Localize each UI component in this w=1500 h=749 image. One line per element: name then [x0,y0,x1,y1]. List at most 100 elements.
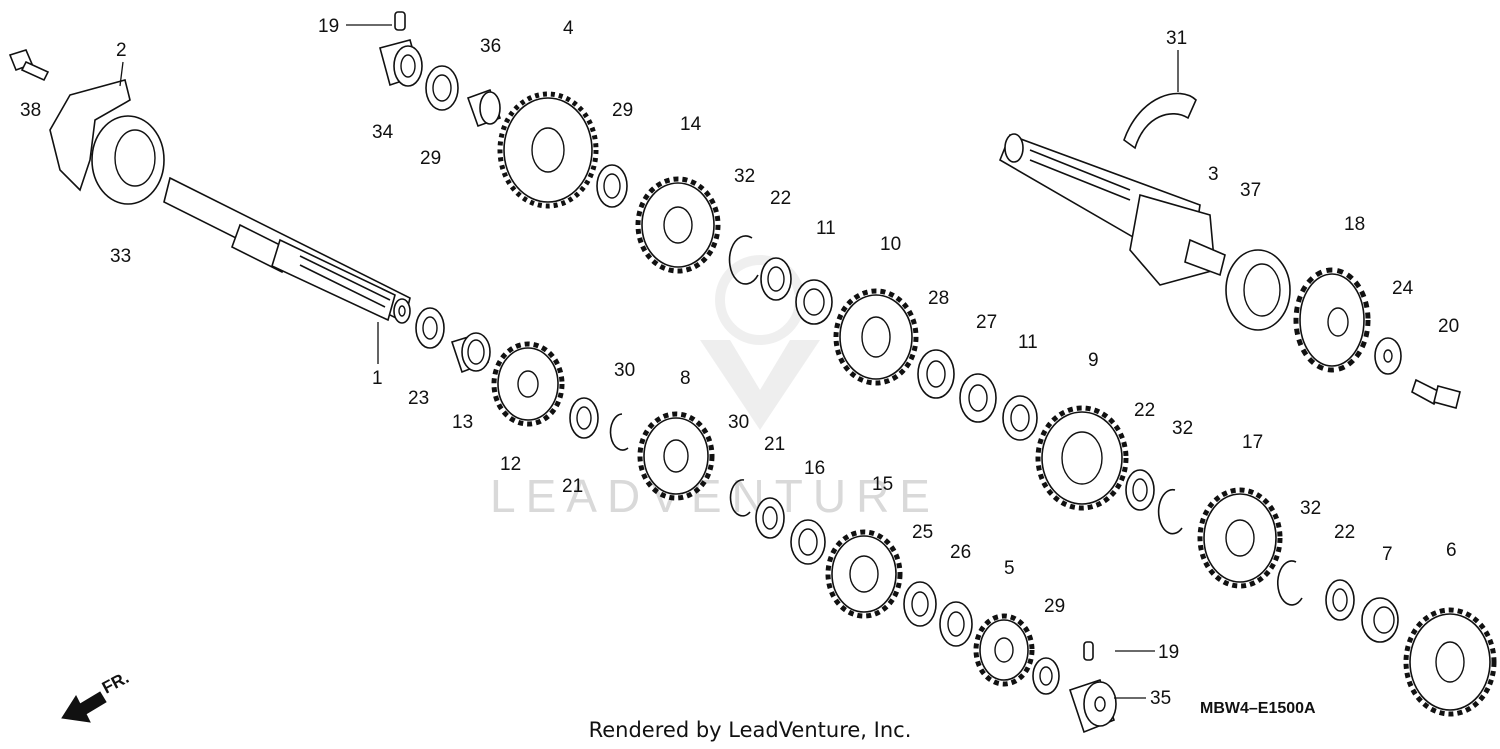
callout-21-middle: 21 [764,434,785,455]
callout-38: 38 [20,100,41,121]
callout-24: 24 [1392,278,1414,299]
leader-lines [119,24,1179,699]
bolt-38-icon [8,49,50,82]
bushing-11-left-icon [795,279,833,325]
callout-17: 17 [1242,432,1263,453]
gear-9-icon [1035,405,1129,511]
bushing-13-icon [450,332,491,374]
gear-8-icon [637,411,715,501]
gear-15-icon [825,529,903,619]
circlip-32-lower-icon [1276,560,1303,606]
callout-26: 26 [950,542,971,563]
callout-3: 3 [1208,164,1219,185]
callout-7: 7 [1382,544,1393,565]
sprocket-18-icon [1293,267,1371,373]
callout-33: 33 [110,246,131,267]
gear-14-icon [635,176,721,274]
callout-34: 34 [372,122,394,143]
washer-21-middle-icon [755,497,785,539]
callout-20: 20 [1438,316,1459,337]
callout-16: 16 [804,458,825,479]
mainshaft [163,176,411,324]
washer-29-left-icon [425,65,459,111]
gear-17-icon [1197,487,1283,589]
circlip-32-upper-icon [728,235,759,285]
drawing-code: MBW4–E1500A [1200,700,1316,717]
dowel-pin-19-lower-icon [1083,641,1094,661]
thrust-ring-31-icon [1123,92,1197,150]
callout-29-left: 29 [420,148,441,169]
front-direction-arrow-icon: FR. [61,668,132,723]
callout-1: 1 [372,368,383,389]
callout-22-upper: 22 [770,188,791,209]
bearing-set-plate-2-icon [49,79,131,192]
callout-12: 12 [500,454,521,475]
washer-25-icon [903,581,937,627]
callout-4: 4 [563,18,574,39]
callout-35: 35 [1150,688,1171,709]
callout-36: 36 [480,36,501,57]
callout-18: 18 [1344,214,1365,235]
countershaft [999,133,1226,286]
callout-37: 37 [1240,180,1261,201]
bolt-20-icon [1411,378,1461,409]
callout-19-upper: 19 [318,16,339,37]
splined-washer-28-icon [917,349,955,399]
callout-11-left: 11 [816,218,836,239]
callout-22-lower: 22 [1334,522,1355,543]
callout-31: 31 [1166,28,1187,49]
bushing-7-icon [1361,597,1399,643]
lock-washer-27-icon [959,373,997,423]
callout-5: 5 [1004,558,1015,579]
gear-4-icon [497,91,599,209]
callout-27: 27 [976,312,997,333]
callout-22-middle: 22 [1134,400,1155,421]
washer-21-left-icon [569,397,599,439]
oil-seal-37-icon [1225,249,1291,331]
callouts: 1 2 3 4 5 6 7 8 9 10 11 11 12 13 14 15 1… [20,16,1459,709]
circlip-30-left-icon [609,413,629,451]
watermark-text: LEADVENTURE [490,470,940,522]
callout-25: 25 [912,522,933,543]
circlip-32-middle-icon [1157,488,1183,535]
washer-29-lower-icon [1032,657,1060,695]
dowel-pin-19-upper-icon [394,11,406,31]
callout-14: 14 [680,114,702,135]
gear-6-icon [1403,607,1497,717]
callout-29-lower: 29 [1044,596,1065,617]
washer-22-middle-icon [1125,469,1155,511]
bushing-16-icon [790,519,826,565]
callout-10: 10 [880,234,901,255]
front-direction-label: FR. [99,668,132,698]
gear-10-icon [833,288,919,386]
needle-bearing-36-icon [466,88,502,128]
callout-29-middle: 29 [612,100,633,121]
callout-30-middle: 30 [728,412,749,433]
footer-credit: Rendered by LeadVenture, Inc. [588,718,912,742]
callout-6: 6 [1446,540,1457,561]
washer-22-lower-icon [1325,579,1355,621]
needle-bearing-35-icon [1068,678,1117,734]
callout-2: 2 [116,40,127,61]
washer-22-upper-icon [760,257,792,301]
gear-5-icon [973,613,1035,687]
bushing-11-right-icon [1002,395,1038,441]
washer-23-icon [415,307,445,349]
callout-11-right: 11 [1018,332,1038,353]
callout-9: 9 [1088,350,1099,371]
callout-15: 15 [872,474,893,495]
callout-8: 8 [680,368,691,389]
washer-29-middle-icon [596,164,628,208]
needle-bearing-34-icon [379,39,423,87]
callout-32-lower: 32 [1300,498,1321,519]
callout-19-lower: 19 [1158,642,1179,663]
washer-24-icon [1374,337,1402,375]
washer-26-icon [939,601,973,647]
callout-28: 28 [928,288,949,309]
callout-23: 23 [408,388,429,409]
gear-12-icon [491,341,565,427]
circlip-30-middle-icon [729,479,751,517]
callout-21-left: 21 [562,476,583,497]
callout-13: 13 [452,412,473,433]
